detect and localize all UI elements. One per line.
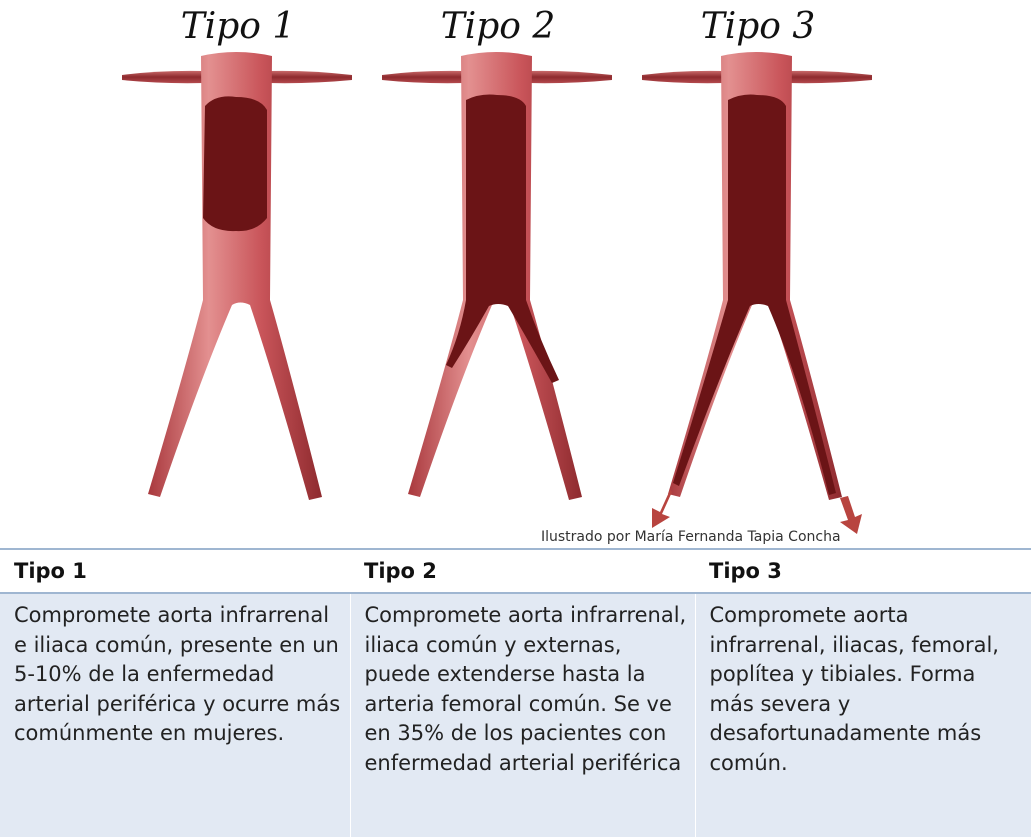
renal-branch-left-3 [642,70,725,84]
renal-branch-right-1 [268,70,352,84]
table-header-type-1: Tipo 1 [0,548,350,594]
table-row: Compromete aorta infrarrenal e iliaca co… [0,593,1031,837]
description-type-3: Compromete aorta infrarrenal, iliacas, f… [695,593,1031,837]
distal-extension-arrow-right [840,496,862,534]
illustration-credit: Ilustrado por María Fernanda Tapia Conch… [541,529,841,545]
table-header-row: Tipo 1 Tipo 2 Tipo 3 [0,548,1031,594]
classification-table: Tipo 1 Tipo 2 Tipo 3 Compromete aorta in… [0,548,1031,837]
occlusion-type-2 [446,94,559,384]
vessel-type-3: Tipo 3 [642,6,872,534]
aortoiliac-illustration: Tipo 1 Tipo 2 Tipo 3 [122,6,872,534]
distal-extension-arrow-left [652,490,672,528]
description-type-2: Compromete aorta infrarrenal, iliaca com… [350,593,696,837]
illustration-title-type-1: Tipo 1 [181,6,296,47]
description-type-1: Compromete aorta infrarrenal e iliaca co… [0,593,351,837]
vessel-type-1: Tipo 1 [122,6,352,500]
renal-branch-right-2 [528,70,612,84]
table-header-type-3: Tipo 3 [695,548,1031,594]
illustration-title-type-3: Tipo 3 [701,6,816,47]
illustration-title-type-2: Tipo 2 [441,6,556,47]
aorta-vessel-1 [148,52,322,500]
occlusion-type-1 [203,96,267,232]
renal-branch-left-2 [382,70,465,84]
occlusion-type-3 [673,94,836,496]
table-header-type-2: Tipo 2 [350,548,695,594]
renal-branch-right-3 [788,70,872,84]
renal-branch-left-1 [122,70,205,84]
vessel-type-2: Tipo 2 [382,6,612,500]
